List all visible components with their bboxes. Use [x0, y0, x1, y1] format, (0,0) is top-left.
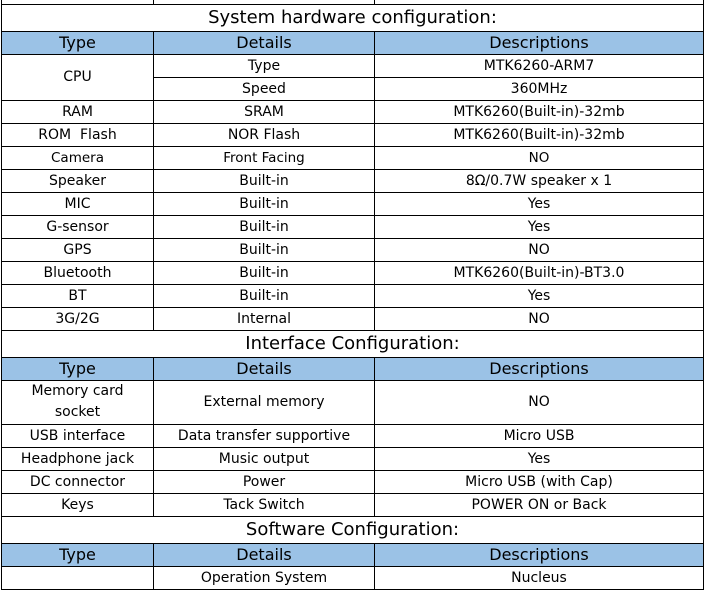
- type-cell: G-sensor: [1, 214, 154, 239]
- details-cell: SRAM: [153, 99, 375, 124]
- table-row: Speaker Built-in 8Ω/0.7W speaker x 1: [1, 168, 704, 193]
- type-cell: Memory card socket: [1, 379, 154, 425]
- desc-cell: NO: [374, 237, 704, 262]
- desc-cell: NO: [374, 306, 704, 331]
- table-row: Camera Front Facing NO: [1, 145, 704, 170]
- table-row: Headphone jack Music output Yes: [1, 446, 704, 471]
- table-row: Bluetooth Built-in MTK6260(Built-in)-BT3…: [1, 260, 704, 285]
- desc-cell: Yes: [374, 191, 704, 216]
- type-cell: Speaker: [1, 168, 154, 193]
- type-cell: USB interface: [1, 423, 154, 448]
- details-cell: Built-in: [153, 214, 375, 239]
- details-cell: Tack Switch: [153, 492, 375, 517]
- desc-cell: Yes: [374, 283, 704, 308]
- header-type: Type: [1, 30, 154, 55]
- desc-cell: Micro USB: [374, 423, 704, 448]
- desc-cell: Micro USB (with Cap): [374, 469, 704, 494]
- header-details: Details: [153, 356, 375, 381]
- details-cell: Type: [153, 53, 375, 78]
- desc-cell: NO: [374, 145, 704, 170]
- table-row: 3G/2G Internal NO: [1, 306, 704, 331]
- table-row: Memory card socket External memory NO: [1, 379, 704, 425]
- hardware-section-title-row: System hardware configuration:: [1, 3, 704, 32]
- table-row: ROM Flash NOR Flash MTK6260(Built-in)-32…: [1, 122, 704, 147]
- type-cell: Bluetooth: [1, 260, 154, 285]
- software-section-title-row: Software Configuration:: [1, 515, 704, 544]
- desc-cell: 360MHz: [374, 76, 704, 101]
- header-type: Type: [1, 356, 154, 381]
- interface-section-title: Interface Configuration:: [1, 329, 704, 358]
- details-cell: Internal: [153, 306, 375, 331]
- software-section-title: Software Configuration:: [1, 515, 704, 544]
- header-descriptions: Descriptions: [374, 542, 704, 567]
- header-descriptions: Descriptions: [374, 356, 704, 381]
- header-details: Details: [153, 542, 375, 567]
- details-cell: Built-in: [153, 191, 375, 216]
- desc-cell: MTK6260(Built-in)-32mb: [374, 99, 704, 124]
- type-cell: BT: [1, 283, 154, 308]
- table-row: MIC Built-in Yes: [1, 191, 704, 216]
- interface-section-title-row: Interface Configuration:: [1, 329, 704, 358]
- desc-cell: Yes: [374, 214, 704, 239]
- details-cell: Built-in: [153, 237, 375, 262]
- type-cell: 3G/2G: [1, 306, 154, 331]
- desc-cell: MTK6260-ARM7: [374, 53, 704, 78]
- type-cell: DC connector: [1, 469, 154, 494]
- table-row: G-sensor Built-in Yes: [1, 214, 704, 239]
- table-row: USB interface Data transfer supportive M…: [1, 423, 704, 448]
- table-row: DC connector Power Micro USB (with Cap): [1, 469, 704, 494]
- software-header-row: Type Details Descriptions: [1, 542, 704, 567]
- header-descriptions: Descriptions: [374, 30, 704, 55]
- type-cell: GPS: [1, 237, 154, 262]
- desc-cell: Yes: [374, 446, 704, 471]
- interface-header-row: Type Details Descriptions: [1, 356, 704, 381]
- table-row: Operation System Nucleus: [1, 565, 704, 590]
- header-type: Type: [1, 542, 154, 567]
- type-cell: [1, 565, 154, 590]
- desc-cell: NO: [374, 379, 704, 425]
- type-cell: RAM: [1, 99, 154, 124]
- table-row: GPS Built-in NO: [1, 237, 704, 262]
- type-cell: ROM Flash: [1, 122, 154, 147]
- table-row: Speed 360MHz: [2, 76, 704, 101]
- table-row: Keys Tack Switch POWER ON or Back: [1, 492, 704, 517]
- details-cell: Speed: [153, 76, 375, 101]
- hardware-header-row: Type Details Descriptions: [1, 30, 704, 55]
- hardware-section-title: System hardware configuration:: [1, 3, 704, 32]
- details-cell: Built-in: [153, 283, 375, 308]
- type-cell-text: Memory card socket: [31, 383, 124, 420]
- table-row: BT Built-in Yes: [1, 283, 704, 308]
- desc-cell: POWER ON or Back: [374, 492, 704, 517]
- details-cell: NOR Flash: [153, 122, 375, 147]
- desc-cell: MTK6260(Built-in)-32mb: [374, 122, 704, 147]
- details-cell: Built-in: [153, 168, 375, 193]
- type-cell: Keys: [1, 492, 154, 517]
- table-row: CPU Type MTK6260-ARM7: [1, 53, 704, 101]
- desc-cell: 8Ω/0.7W speaker x 1: [374, 168, 704, 193]
- details-cell: External memory: [153, 379, 375, 425]
- details-cell: Power: [153, 469, 375, 494]
- desc-cell: MTK6260(Built-in)-BT3.0: [374, 260, 704, 285]
- details-cell: Built-in: [153, 260, 375, 285]
- type-cell: CPU: [1, 53, 154, 101]
- details-cell: Data transfer supportive: [153, 423, 375, 448]
- type-cell: Headphone jack: [1, 446, 154, 471]
- table-row: RAM SRAM MTK6260(Built-in)-32mb: [1, 99, 704, 124]
- details-cell: Music output: [153, 446, 375, 471]
- details-cell: Front Facing: [153, 145, 375, 170]
- details-cell: Operation System: [153, 565, 375, 590]
- desc-cell: Nucleus: [374, 565, 704, 590]
- type-cell: MIC: [1, 191, 154, 216]
- header-details: Details: [153, 30, 375, 55]
- type-cell: Camera: [1, 145, 154, 170]
